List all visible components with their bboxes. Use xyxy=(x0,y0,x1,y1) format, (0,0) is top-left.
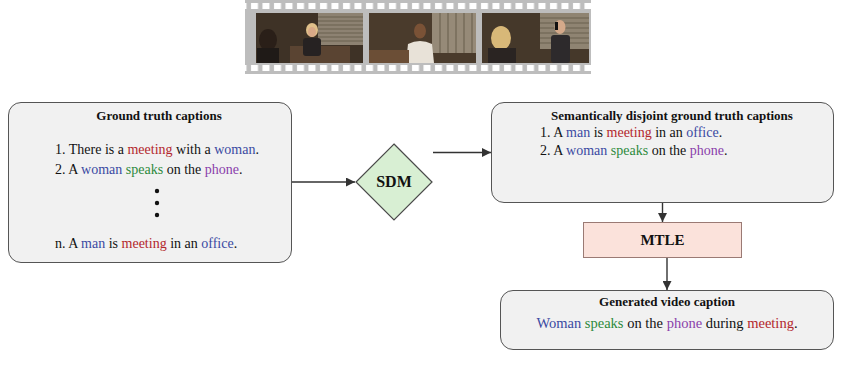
node-label: MTLE xyxy=(640,231,684,249)
video-frame xyxy=(256,13,363,63)
ellipsis-dot xyxy=(155,201,159,205)
colored-word: meeting xyxy=(607,125,652,140)
ellipsis-dot xyxy=(155,213,159,217)
colored-word: speaks xyxy=(126,162,163,177)
colored-word: speaks xyxy=(611,143,648,158)
diamond-shape xyxy=(356,144,432,220)
box-heading: Ground truth captions xyxy=(37,107,281,124)
ellipsis-spacer xyxy=(55,179,281,235)
colored-word: man xyxy=(81,236,105,251)
box-heading: Semantically disjoint ground truth capti… xyxy=(521,107,823,124)
flow-arrow xyxy=(662,203,663,222)
flow-arrow xyxy=(666,258,667,290)
colored-word: phone xyxy=(667,315,702,331)
colored-word: man xyxy=(566,125,590,140)
sprocket-holes xyxy=(245,0,591,74)
video-frame xyxy=(369,13,476,63)
colored-word: speaks xyxy=(585,315,624,331)
colored-word: meeting xyxy=(747,315,794,331)
colored-word: woman xyxy=(566,143,607,158)
colored-word: woman xyxy=(81,162,122,177)
colored-word: phone xyxy=(690,143,724,158)
colored-word: meeting xyxy=(127,142,172,157)
caption-list-box: Ground truth captions 1. There is a meeti… xyxy=(8,102,292,263)
ellipsis-dot xyxy=(155,189,159,193)
box-heading: Generated video caption xyxy=(509,293,825,310)
caption-list-box: Semantically disjoint ground truth capti… xyxy=(491,102,834,203)
caption-output-box: Generated video captionWoman speaks on t… xyxy=(500,290,834,350)
colored-word: phone xyxy=(205,162,239,177)
caption-line: n. A man is meeting in an office. xyxy=(55,235,281,253)
colored-word: office xyxy=(686,125,718,140)
flow-arrow xyxy=(292,181,355,182)
process-box: MTLE xyxy=(583,222,742,258)
colored-word: meeting xyxy=(122,236,167,251)
node-label: SDM xyxy=(376,173,412,191)
flow-arrow xyxy=(433,152,491,153)
caption-line: 2. A woman speaks on the phone. xyxy=(55,161,281,179)
colored-word: office xyxy=(201,236,233,251)
ellipsis-dots xyxy=(151,179,171,235)
caption-line: 1. There is a meeting with a woman. xyxy=(55,141,281,159)
colored-word: Woman xyxy=(536,315,581,331)
video-frame xyxy=(482,13,589,63)
film-band xyxy=(245,0,591,74)
decision-diamond: SDM xyxy=(355,143,433,221)
caption-line: Woman speaks on the phone during meeting… xyxy=(509,314,825,332)
caption-line: 1. A man is meeting in an office. xyxy=(540,124,823,141)
caption-line: 2. A woman speaks on the phone. xyxy=(540,142,823,159)
colored-word: woman xyxy=(214,142,255,157)
